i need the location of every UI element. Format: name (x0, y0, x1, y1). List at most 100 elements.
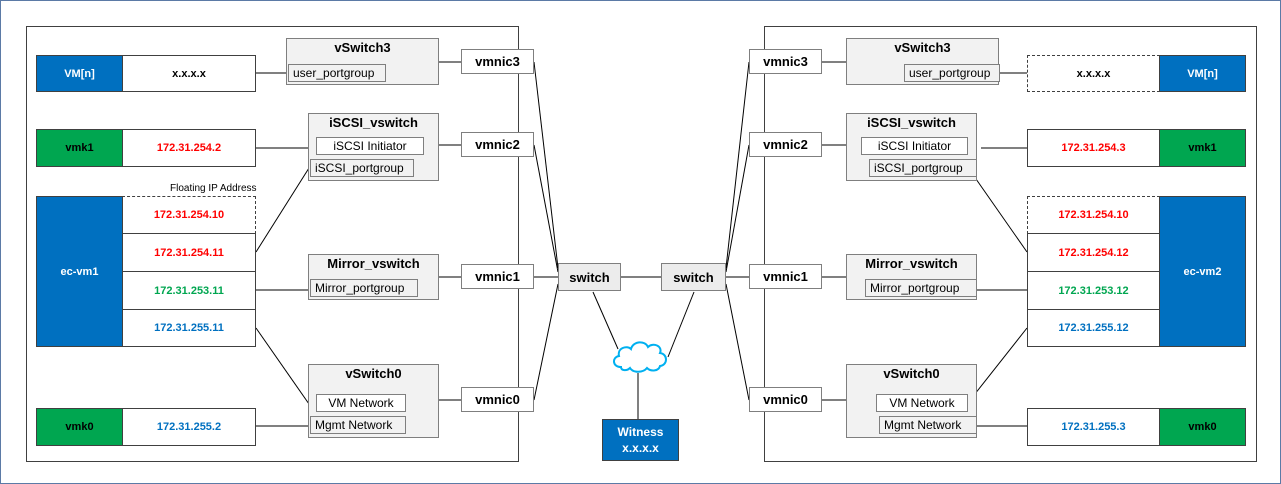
ec-vm-label: ec-vm1 (60, 265, 99, 278)
witness-ip: x.x.x.x (622, 441, 659, 455)
vswitch3-left: vSwitch3 user_portgroup (286, 38, 439, 85)
vmnic1-left: vmnic1 (461, 264, 534, 289)
portgroup-iscsi: iSCSI_portgroup (869, 159, 977, 177)
vmk1-ip-left: 172.31.254.2 (122, 129, 256, 167)
ec-vm1-ip-floating: 172.31.254.10 (122, 196, 256, 234)
vmnic2-right: vmnic2 (749, 132, 822, 157)
portgroup-vm-network: VM Network (316, 394, 406, 412)
ec-vm-label: ec-vm2 (1183, 265, 1222, 278)
wire-left-vmnic0-switch (533, 283, 559, 401)
ip-text: 172.31.254.10 (153, 209, 225, 221)
ip-text: 172.31.253.11 (154, 284, 224, 297)
portgroup-mgmt-network: Mgmt Network (879, 416, 977, 434)
ec-vm2-ip-iscsi: 172.31.254.12 (1027, 233, 1160, 272)
vmnic0-left: vmnic0 (461, 387, 534, 412)
iscsi-initiator: iSCSI Initiator (861, 137, 968, 155)
mirror-vswitch-right: Mirror_vswitch Mirror_portgroup (846, 254, 977, 300)
ip-text: x.x.x.x (172, 67, 206, 80)
witness-label: Witness (617, 425, 664, 439)
vmk1-ip-right: 172.31.254.3 (1027, 129, 1160, 167)
ip-text: 172.31.254.10 (1058, 209, 1129, 221)
vmk0-right: vmk0 (1159, 408, 1246, 446)
vswitch-title: vSwitch0 (345, 366, 402, 381)
wire-left-ecvm-vmnetwork (255, 327, 310, 405)
ip-text: x.x.x.x (1076, 67, 1111, 80)
ip-text: 172.31.254.3 (1061, 142, 1126, 154)
vswitch0-right: vSwitch0 VM Network Mgmt Network (846, 364, 977, 438)
vmnic2-left: vmnic2 (461, 132, 534, 157)
vswitch-title: vSwitch3 (334, 40, 391, 55)
witness-node: Witness x.x.x.x (602, 419, 679, 461)
physical-switch-right: switch (661, 263, 726, 291)
wire-switch-cloud-left (592, 291, 619, 350)
vmnic3-left: vmnic3 (461, 49, 534, 74)
ec-vm2-ip-floating: 172.31.254.10 (1027, 196, 1160, 234)
wire-right-vmnic3-switch (725, 61, 750, 269)
vmk0-ip-right: 172.31.255.3 (1027, 408, 1160, 446)
left-esxi-host (26, 26, 519, 462)
ec-vm1-ip-mirror: 172.31.253.11 (122, 271, 256, 310)
wire-right-vmnetwork-ecvm (966, 327, 1028, 405)
ip-text: 172.31.255.3 (1061, 421, 1126, 433)
vswitch-title: vSwitch0 (883, 366, 940, 381)
ip-text: 172.31.254.2 (156, 142, 222, 154)
portgroup-iscsi: iSCSI_portgroup (310, 159, 414, 177)
ip-text: 172.31.255.12 (1058, 322, 1129, 334)
vswitch-title: iSCSI_vswitch (329, 115, 418, 130)
vswitch-title: Mirror_vswitch (865, 256, 958, 271)
wire-right-vmnic0-switch (725, 283, 750, 401)
vm-n-label: VM[n] (1187, 67, 1218, 80)
portgroup-mgmt-network: Mgmt Network (310, 416, 406, 434)
portgroup-mirror: Mirror_portgroup (310, 279, 418, 297)
ip-text: 172.31.255.2 (156, 421, 222, 433)
vmk1-label: vmk1 (1188, 142, 1217, 154)
vmnic1-right: vmnic1 (749, 264, 822, 289)
mirror-vswitch-left: Mirror_vswitch Mirror_portgroup (308, 254, 439, 300)
portgroup-user: user_portgroup (904, 64, 1000, 82)
vmk1-label: vmk1 (65, 142, 94, 154)
portgroup-vm-network: VM Network (876, 394, 968, 412)
ec-vm2-ip-mirror: 172.31.253.12 (1027, 271, 1160, 310)
vswitch3-right: vSwitch3 user_portgroup (846, 38, 1000, 85)
vmk1-left: vmk1 (36, 129, 123, 167)
floating-ip-label: Floating IP Address (170, 183, 257, 194)
vmk0-label: vmk0 (65, 421, 94, 433)
vmnic3-right: vmnic3 (749, 49, 822, 74)
ec-vm1-ip-mgmt: 172.31.255.11 (122, 309, 256, 347)
vmk0-left: vmk0 (36, 408, 123, 446)
ec-vm2: ec-vm2 (1159, 196, 1246, 347)
wire-left-vmnic3-switch (533, 61, 559, 269)
vswitch-title: Mirror_vswitch (327, 256, 420, 271)
physical-switch-left: switch (558, 263, 621, 291)
portgroup-user: user_portgroup (288, 64, 386, 82)
wire-right-vmnic2-switch (725, 144, 750, 273)
iscsi-vswitch-left: iSCSI_vswitch iSCSI Initiator iSCSI_port… (308, 113, 439, 181)
network-cloud-icon (613, 341, 667, 373)
iscsi-initiator: iSCSI Initiator (316, 137, 424, 155)
vm-n-left: VM[n] (36, 55, 123, 92)
vm-n-ip-left: x.x.x.x (122, 55, 256, 92)
vswitch-title: iSCSI_vswitch (867, 115, 956, 130)
wire-left-vmnic2-switch (533, 144, 559, 273)
portgroup-mirror: Mirror_portgroup (865, 279, 977, 297)
iscsi-vswitch-right: iSCSI_vswitch iSCSI Initiator iSCSI_port… (846, 113, 977, 181)
vmnic0-right: vmnic0 (749, 387, 822, 412)
ip-text: 172.31.254.12 (1058, 246, 1129, 259)
vmk0-ip-left: 172.31.255.2 (122, 408, 256, 446)
ec-vm1-ip-iscsi: 172.31.254.11 (122, 233, 256, 272)
vswitch-title: vSwitch3 (894, 40, 951, 55)
vm-n-right: VM[n] (1159, 55, 1246, 92)
wire-switch-cloud-right (667, 291, 695, 358)
vm-n-label: VM[n] (64, 67, 95, 80)
ec-vm2-ip-mgmt: 172.31.255.12 (1027, 309, 1160, 347)
vswitch0-left: vSwitch0 VM Network Mgmt Network (308, 364, 439, 438)
ip-text: 172.31.255.11 (154, 322, 224, 334)
vmk1-right: vmk1 (1159, 129, 1246, 167)
ec-vm1: ec-vm1 (36, 196, 123, 347)
wire-left-ecvm-iscsi (255, 167, 310, 253)
vmk0-label: vmk0 (1188, 421, 1217, 433)
wire-right-iscsi-ecvm (975, 178, 1028, 253)
right-esxi-host (764, 26, 1257, 462)
